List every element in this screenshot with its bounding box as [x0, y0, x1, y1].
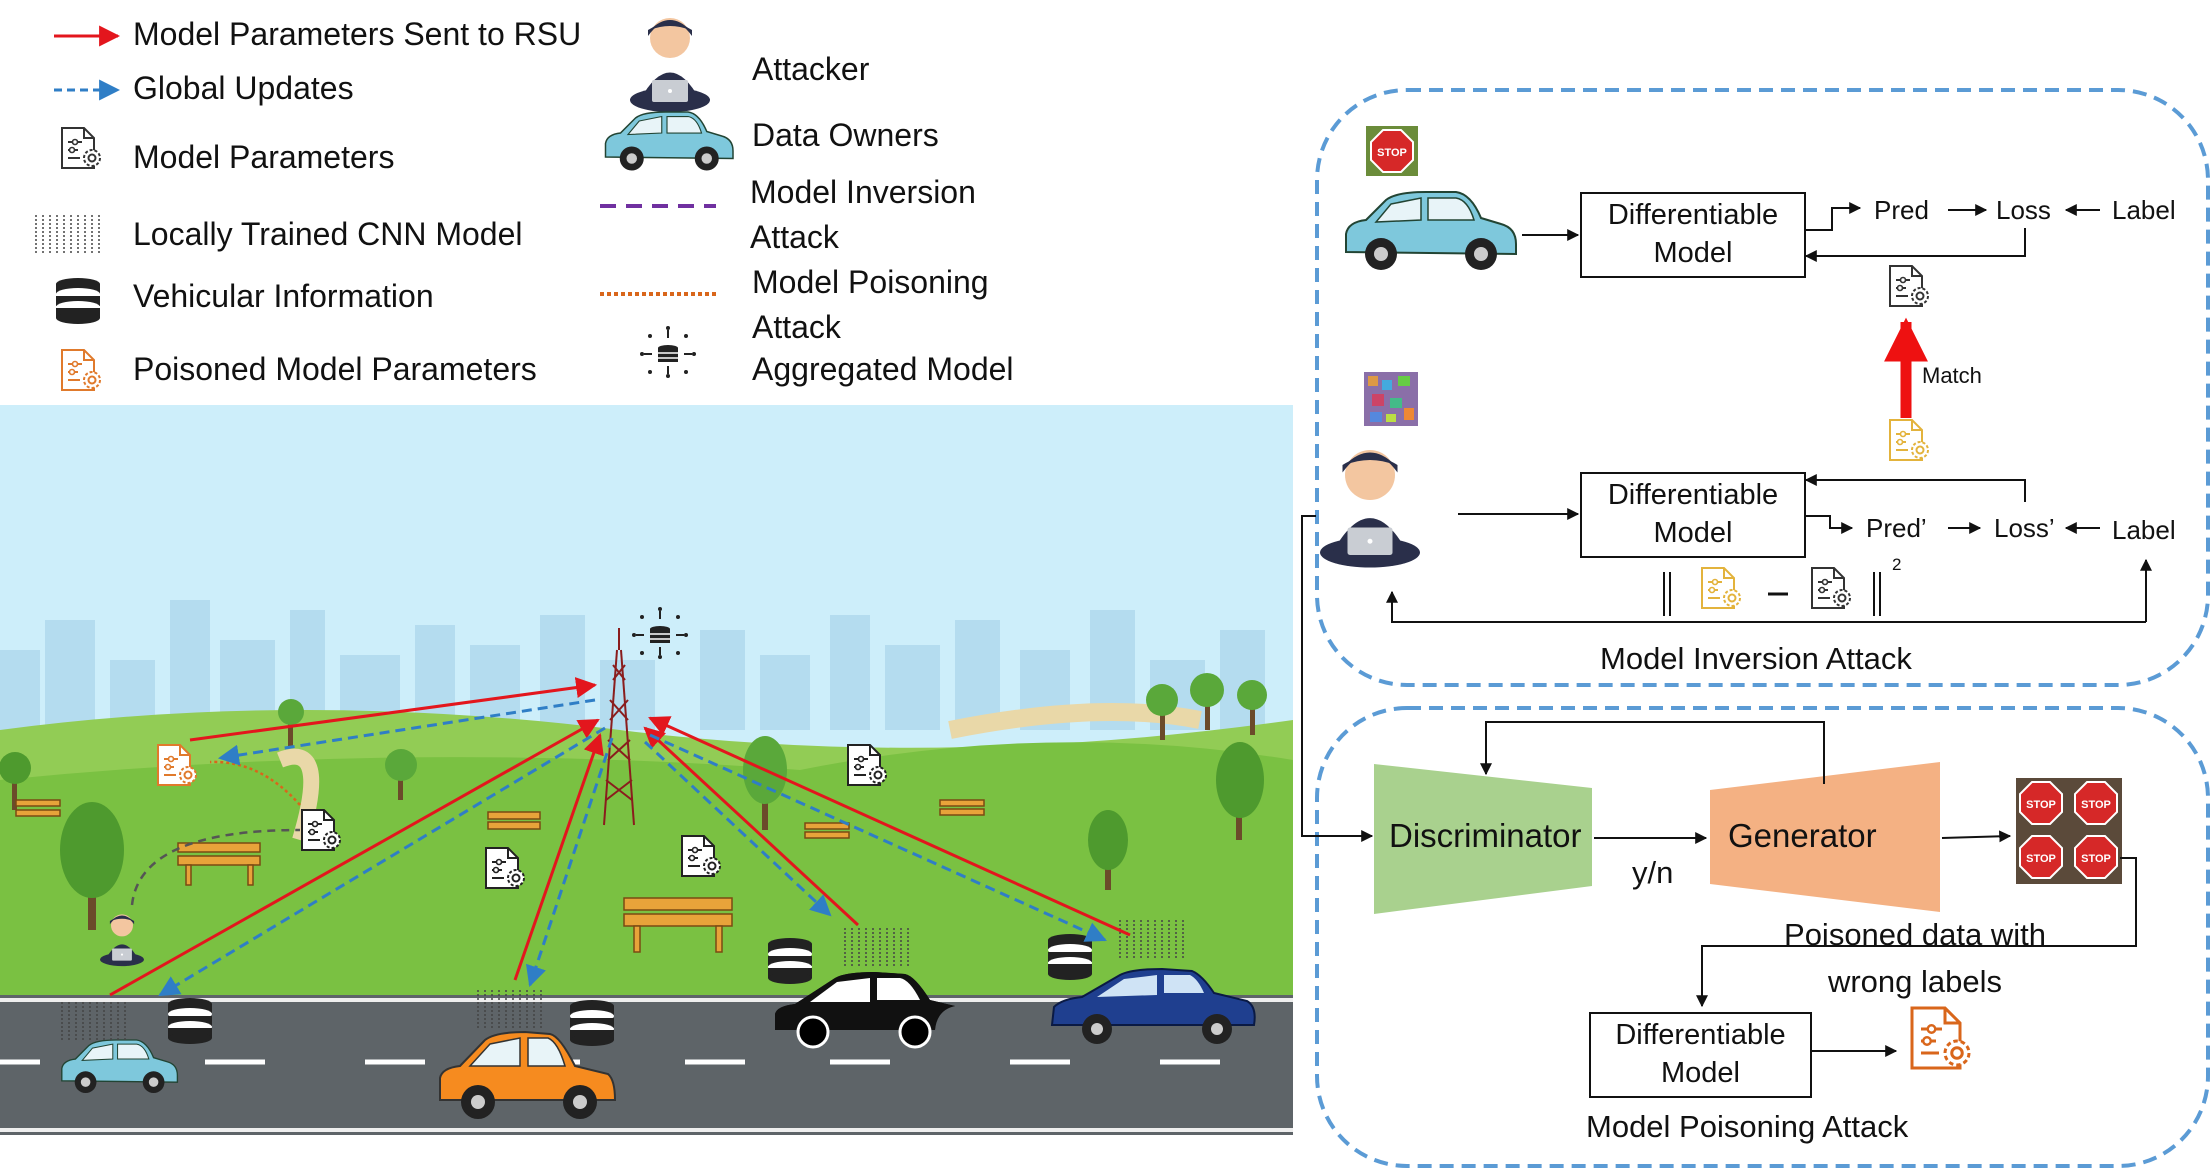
inversion-panel-title: Model Inversion Attack [1600, 641, 1912, 676]
legend-attacker: Attacker [752, 51, 870, 87]
inversion-panel [1315, 88, 2210, 687]
legend-poisoning-attack: Model Poisoning Attack [752, 264, 989, 345]
poisoning-model-box: Differentiable Model [1589, 1012, 1812, 1098]
noise-image [1364, 372, 1418, 426]
discriminator-label: Discriminator [1389, 817, 1582, 854]
label-top: Label [2112, 195, 2176, 225]
poisoned-parameters-icon [1889, 419, 1929, 461]
poisoned-parameters-icon [1701, 567, 1741, 609]
vehicular-info-icon [570, 1000, 614, 1046]
match-label: Match [1922, 363, 1982, 388]
aggregated-model-icon [639, 325, 697, 379]
legend-sent-to-rsu: Model Parameters Sent to RSU [133, 16, 582, 52]
loss-label: Loss [1996, 195, 2051, 225]
attacker-legend-icon [630, 18, 710, 112]
orange-car [439, 1030, 617, 1119]
label-bottom: Label [2112, 515, 2176, 545]
attacker-icon [1320, 450, 1420, 568]
vehicular-info-icon [768, 938, 812, 984]
poisoning-panel-title: Model Poisoning Attack [1586, 1109, 1909, 1144]
navy-car [1050, 967, 1256, 1044]
black-car [775, 972, 955, 1049]
inversion-top-model-box: Differentiable Model [1580, 192, 1806, 278]
cnn-model-icon [35, 214, 100, 256]
data-owner-car-icon [604, 111, 734, 172]
legend-model-parameters: Model Parameters [133, 139, 395, 175]
inversion-bottom-model-box: Differentiable Model [1580, 472, 1806, 558]
legend-inversion-attack: Model Inversion Attack [750, 174, 976, 255]
vehicular-info-icon [1048, 934, 1092, 980]
trees [0, 673, 1267, 930]
legend [35, 18, 734, 391]
rsu-tower [603, 628, 635, 826]
model-parameters-icon [61, 127, 101, 169]
norm-bars [1663, 572, 1881, 616]
yn-label: y/n [1632, 855, 1674, 890]
generator-shape [1710, 762, 1940, 912]
legend-local-cnn: Locally Trained CNN Model [133, 216, 523, 252]
poisoned-model-parameters-icon [1910, 1006, 1971, 1070]
model-parameters-icon [1889, 265, 1929, 307]
path [948, 703, 1202, 739]
vehicular-info-icon [168, 998, 212, 1044]
stop-sign-image [1366, 126, 1418, 176]
poisoned-parameters-icon [61, 349, 101, 391]
pred-label: Pred [1874, 195, 1929, 225]
poisoned-stop-signs [2016, 778, 2122, 884]
legend-aggregated-model: Aggregated Model [752, 351, 1014, 387]
poisoned-data-label: Poisoned data with wrong labels [1784, 917, 2046, 999]
inversion-attack-path [130, 828, 301, 906]
pred-prime-label: Pred’ [1866, 513, 1927, 543]
communication-arrows [109, 677, 1131, 997]
poisoning-panel [1301, 515, 2210, 1168]
norm-exponent: 2 [1892, 555, 1902, 574]
victim-car [1345, 191, 1517, 271]
model-parameters-icon [1811, 567, 1851, 609]
legend-vehicular-info: Vehicular Information [133, 278, 434, 314]
generator-label: Generator [1728, 817, 1877, 854]
legend-global-updates: Global Updates [133, 70, 354, 106]
discriminator-shape [1374, 764, 1592, 914]
legend-data-owners: Data Owners [752, 117, 939, 153]
vehicular-scene [0, 405, 1293, 1173]
legend-poisoned-params: Poisoned Model Parameters [133, 351, 537, 387]
vehicular-info-icon [56, 278, 100, 324]
benches [15, 799, 985, 953]
loss-prime-label: Loss’ [1994, 513, 2055, 543]
